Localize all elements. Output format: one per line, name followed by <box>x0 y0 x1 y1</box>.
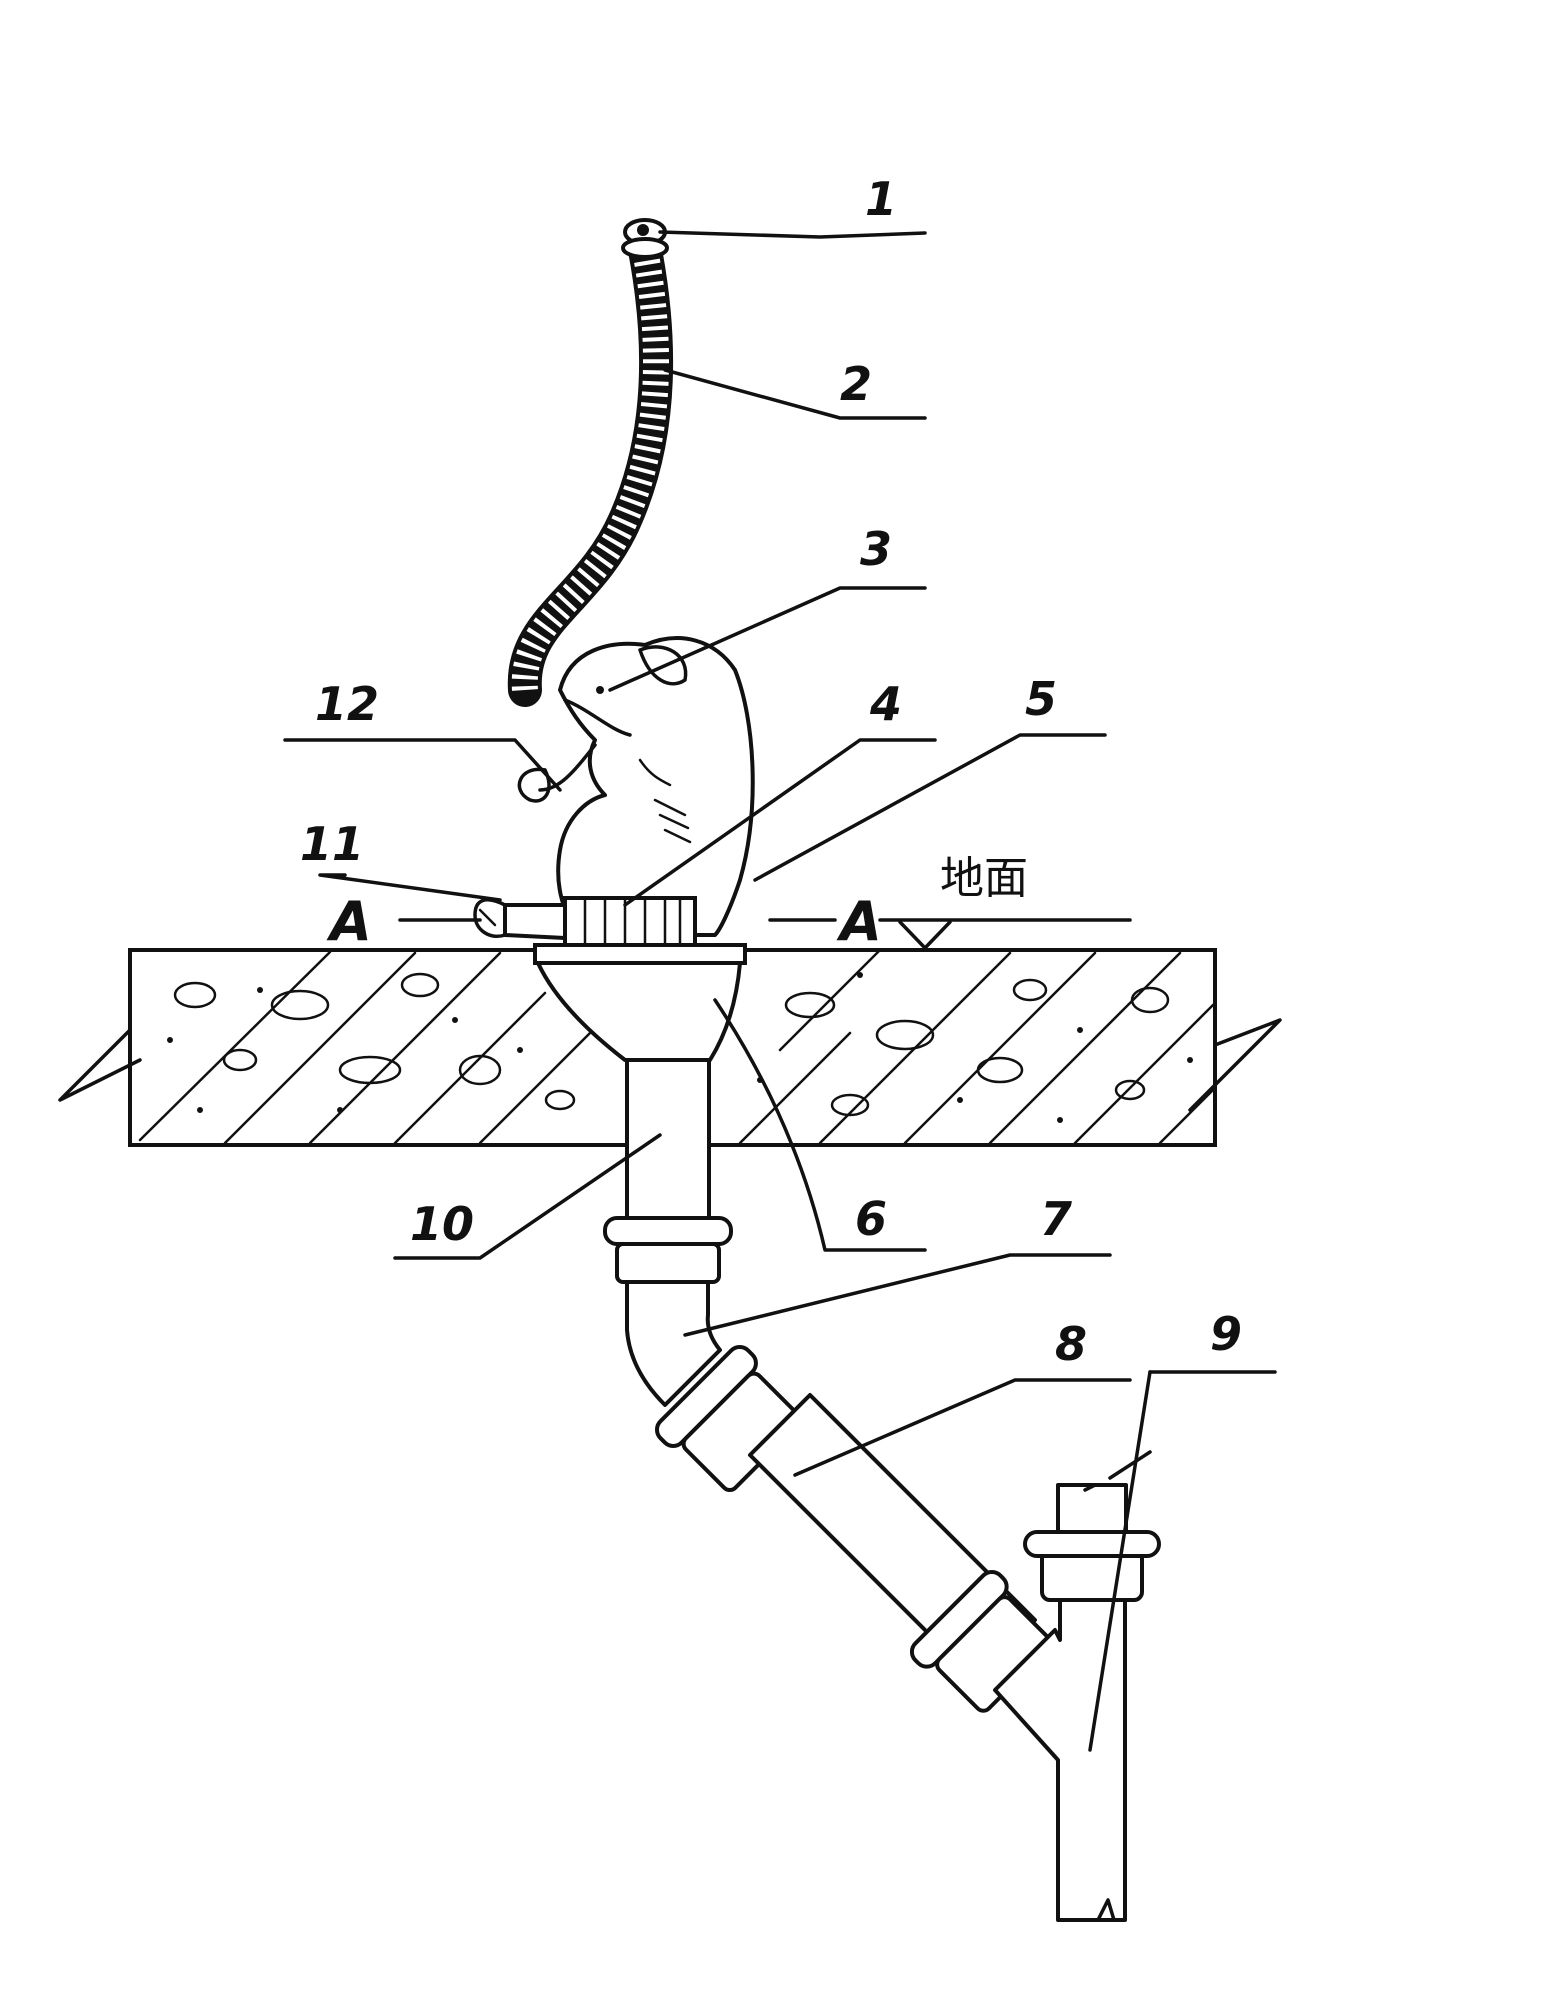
drain-grate <box>563 896 697 947</box>
part-label-4: 4 <box>869 677 902 731</box>
part-label-5: 5 <box>1025 672 1057 726</box>
hose-nozzle <box>621 218 669 259</box>
part-labels: 1 2 3 4 5 6 7 8 9 10 11 12 <box>300 172 1242 1371</box>
tee-fitting <box>993 1483 1161 1922</box>
part-label-3: 3 <box>860 522 892 576</box>
inclined-pipe <box>654 1344 1053 1713</box>
vertical-drain-pipe <box>603 1058 733 1284</box>
part-label-12: 12 <box>315 677 379 731</box>
drain-funnel <box>533 943 747 1062</box>
ground-level-mark: 地面 <box>878 853 1132 950</box>
section-line-a-a: A A <box>326 890 882 953</box>
section-mark-left: A <box>326 890 372 953</box>
ground-level-label: 地面 <box>940 853 1028 904</box>
part-label-7: 7 <box>1040 1192 1072 1246</box>
part-label-2: 2 <box>840 357 872 411</box>
pipe-elbow <box>625 1280 722 1407</box>
section-mark-right: A <box>836 890 882 953</box>
part-label-10: 10 <box>410 1197 474 1251</box>
leader-lines <box>283 230 1277 1752</box>
part-label-9: 9 <box>1210 1307 1242 1361</box>
side-inlet-tube <box>473 898 567 940</box>
corrugated-hose <box>507 233 673 707</box>
part-label-1: 1 <box>865 172 897 226</box>
decorative-animal-body <box>517 636 755 937</box>
part-label-6: 6 <box>855 1192 887 1246</box>
part-label-11: 11 <box>300 817 364 871</box>
part-label-8: 8 <box>1055 1317 1087 1371</box>
